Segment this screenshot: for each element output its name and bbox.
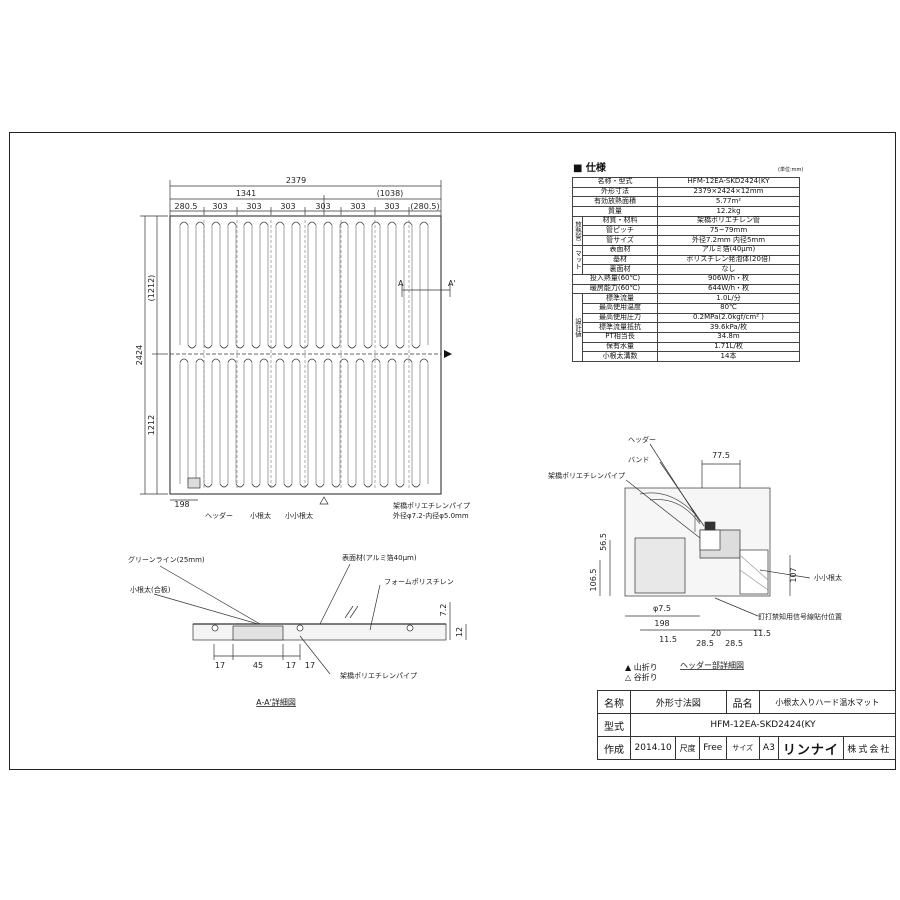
size-value: A3 bbox=[758, 736, 780, 760]
surface-label: 表面材(アルミ箔40μm) bbox=[342, 553, 417, 562]
dim-total: 12 bbox=[455, 627, 464, 637]
title-block: 名称 外形寸法図 品名 小根太入りハード温水マット 型式 HFM-12EA-SK… bbox=[597, 690, 897, 760]
overall-width: 2379 bbox=[286, 176, 306, 185]
dim-198: 198 bbox=[654, 619, 669, 628]
detail-band-label: バンド bbox=[628, 456, 649, 464]
dim-28-5-a: 28.5 bbox=[696, 639, 714, 648]
scale-value: Free bbox=[698, 736, 727, 760]
segment-1: 280.5 bbox=[175, 202, 198, 211]
label-header: ヘッダー bbox=[205, 511, 233, 520]
segment-2: 303 bbox=[212, 202, 227, 211]
dim-11-5-a: 11.5 bbox=[659, 635, 677, 644]
dim-107: 107 bbox=[789, 567, 798, 582]
segment-8: (280.5) bbox=[410, 202, 439, 211]
table-row: 基材ポリスチレン発泡体(20倍) bbox=[573, 254, 800, 266]
dim-11-5-b: 11.5 bbox=[753, 629, 771, 638]
label-small-joist: 小小根太 bbox=[285, 511, 313, 520]
dim-56-5: 56.5 bbox=[599, 533, 608, 551]
dim-17-c: 17 bbox=[305, 661, 315, 670]
green-line-label: グリーンライン(25mm) bbox=[128, 555, 205, 564]
dim-17-b: 17 bbox=[286, 661, 296, 670]
header-detail-view: ヘッダー バンド 架橋ポリエチレンパイプ 77.5 56.5 106.5 107… bbox=[548, 435, 842, 670]
section-marker-a2: A' bbox=[448, 279, 456, 288]
group-mat: マット bbox=[572, 244, 583, 275]
legend-valley: △ 谷折り bbox=[625, 673, 658, 682]
dim-106-5: 106.5 bbox=[589, 569, 598, 592]
name-header: 名称 bbox=[597, 690, 631, 714]
group-design: 設計値 bbox=[572, 293, 583, 363]
creation-date: 2014.10 bbox=[629, 736, 677, 760]
drawing-name: 外形寸法図 bbox=[630, 690, 727, 714]
spec-unit: (単位:mm) bbox=[778, 167, 804, 173]
model-header: 型式 bbox=[597, 713, 631, 737]
scale-header: 尺度 bbox=[675, 736, 700, 760]
plan-view: 2379 1341 (1038) 280.5 303 303 303 303 3… bbox=[135, 176, 470, 520]
header-detail-caption: ヘッダー部詳細図 bbox=[680, 660, 744, 670]
width-left: 1341 bbox=[236, 189, 256, 198]
segment-7: 303 bbox=[384, 202, 399, 211]
segment-6: 303 bbox=[350, 202, 365, 211]
table-row: 投入熱量(60℃)906W/h・枚 bbox=[572, 273, 800, 285]
dim-77-5: 77.5 bbox=[712, 451, 730, 460]
height-top: (1212) bbox=[147, 275, 156, 302]
label-joist: 小根太 bbox=[250, 511, 271, 520]
table-row: マット表面材アルミ箔(40μm) bbox=[572, 244, 800, 275]
table-row: 放熱管材質・材料架橋ポリエチレン管 bbox=[572, 215, 800, 246]
table-row: 管サイズ外径7.2mm 内径5mm bbox=[573, 235, 800, 246]
segment-4: 303 bbox=[280, 202, 295, 211]
made-header: 作成 bbox=[597, 736, 631, 760]
detail-pipe-label: 架橋ポリエチレンパイプ bbox=[548, 471, 625, 480]
dim-28-5-b: 28.5 bbox=[725, 639, 743, 648]
pipe-label: 架橋ポリエチレンパイプ bbox=[340, 671, 417, 680]
group-heat: 放熱管 bbox=[572, 215, 583, 246]
label-pipe: 架橋ポリエチレンパイプ bbox=[393, 501, 470, 510]
section-caption: A-A'詳細図 bbox=[256, 697, 296, 707]
fold-legend: ▲ 山折り △ 谷折り bbox=[625, 663, 658, 683]
detail-nail-label: 釘打禁知用信号線貼付位置 bbox=[758, 612, 842, 621]
bottom-offset: 198 bbox=[174, 500, 189, 509]
detail-header-label: ヘッダー bbox=[628, 435, 656, 444]
detail-small-joist-label: 小小根太 bbox=[814, 573, 842, 582]
segment-3: 303 bbox=[246, 202, 261, 211]
joist-label: 小根太(合板) bbox=[130, 585, 171, 594]
dim-phi-7-5: φ7.5 bbox=[653, 604, 671, 613]
overall-height: 2424 bbox=[135, 345, 144, 365]
product-header: 品名 bbox=[725, 690, 760, 714]
label-pipe-size: 外径φ7.2-内径φ5.0mm bbox=[393, 511, 469, 520]
section-marker-a: A bbox=[398, 279, 404, 288]
section-aa-view: グリーンライン(25mm) 小根太(合板) 表面材(アルミ箔40μm) フォーム… bbox=[128, 553, 467, 707]
drawing-frame bbox=[9, 132, 896, 770]
brand-logo: リンナイ bbox=[778, 736, 844, 760]
table-row: 暖房能力(60℃)644W/h・枚 bbox=[572, 283, 800, 295]
dim-thickness: 7.2 bbox=[439, 604, 448, 617]
dim-20: 20 bbox=[711, 629, 721, 638]
width-right: (1038) bbox=[377, 189, 404, 198]
product-name: 小根太入りハード温水マット bbox=[758, 690, 897, 714]
spec-title: ■ 仕様 bbox=[573, 163, 606, 174]
dim-17-a: 17 bbox=[215, 661, 225, 670]
segment-5: 303 bbox=[315, 202, 330, 211]
model-number: HFM-12EA-SKD2424(KY bbox=[630, 713, 896, 737]
dim-45: 45 bbox=[253, 661, 263, 670]
foam-label: フォームポリスチレン bbox=[384, 578, 454, 586]
height-bottom: 1212 bbox=[147, 415, 156, 435]
company-suffix: 株式会社 bbox=[842, 736, 897, 760]
size-header: サイズ bbox=[725, 736, 760, 760]
table-row: 裏面材なし bbox=[573, 264, 800, 275]
legend-mountain: ▲ 山折り bbox=[625, 663, 658, 672]
